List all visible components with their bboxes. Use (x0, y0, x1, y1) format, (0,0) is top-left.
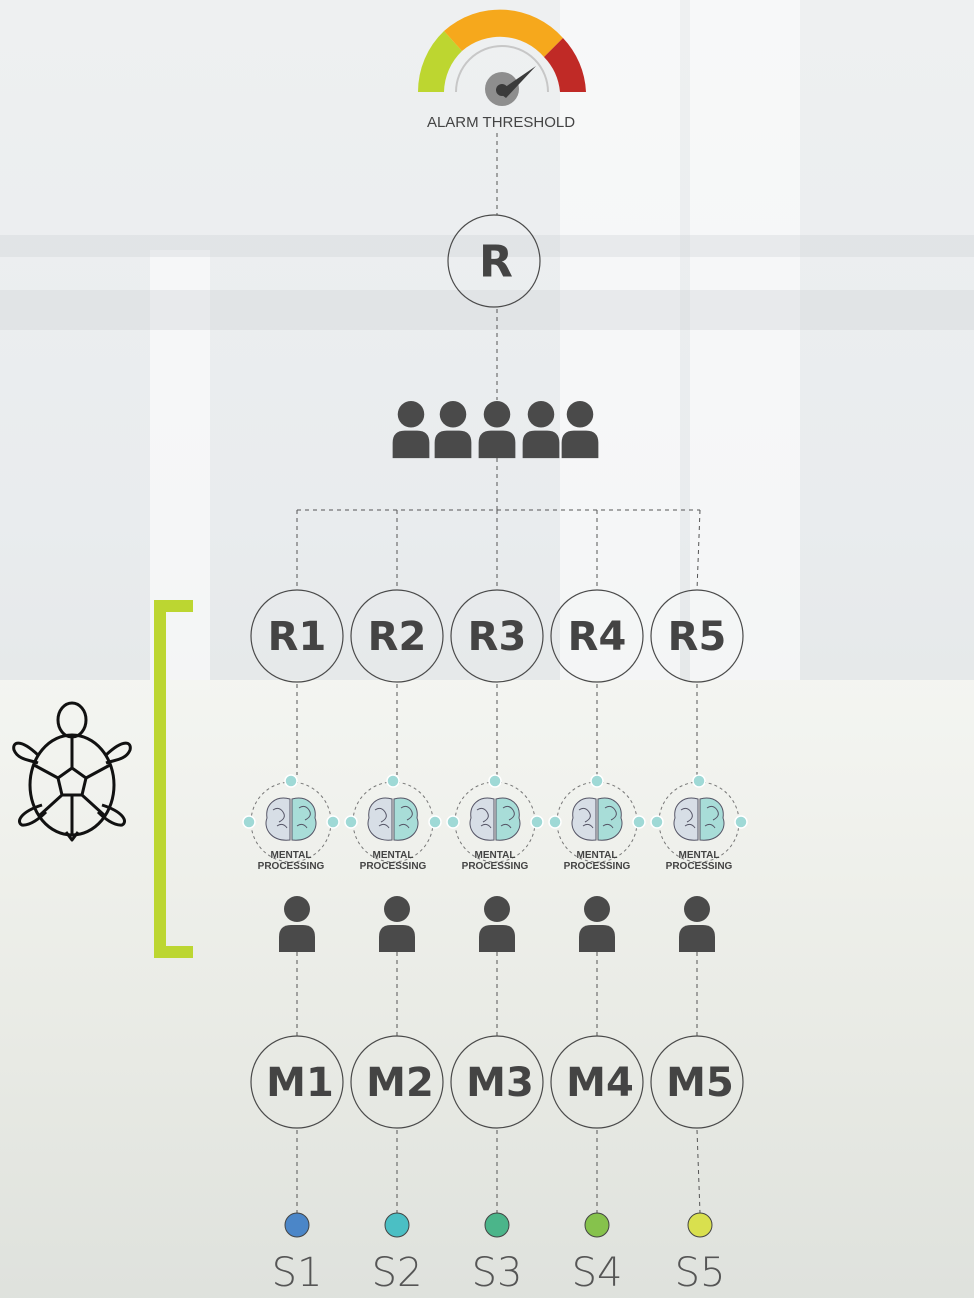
m-node: M4 (550, 1035, 644, 1129)
person-icon (679, 896, 715, 952)
m-node-label: M4 (566, 1060, 634, 1106)
turtle-icon (12, 701, 132, 842)
gauge-orange-segment (444, 9, 563, 57)
columns: R1MENTALPROCESSINGM1S1R2MENTALPROCESSING… (242, 509, 748, 1296)
r-node-label: R1 (268, 614, 327, 660)
m-node: M2 (350, 1035, 444, 1129)
r-node-label: R5 (668, 614, 727, 660)
mental-processing-label: PROCESSING (666, 861, 733, 872)
root-node: R (447, 214, 541, 308)
sensor-label: S5 (675, 1250, 726, 1296)
sensor-dot (284, 1212, 310, 1238)
mental-processing-label: MENTAL (679, 850, 720, 861)
mental-processing-label: PROCESSING (564, 861, 631, 872)
m-node: M1 (250, 1035, 344, 1129)
r-node: R4 (550, 589, 644, 683)
mental-processing-label: PROCESSING (258, 861, 325, 872)
person-icon (579, 896, 615, 952)
person-icon (479, 896, 515, 952)
m-node: M3 (450, 1035, 544, 1129)
gauge-red-segment (544, 38, 586, 92)
mental-processing-label: MENTAL (475, 850, 516, 861)
person-icon (279, 896, 315, 952)
m-node-label: M3 (466, 1060, 534, 1106)
sensor-label: S2 (372, 1250, 423, 1296)
team-member-icon (478, 401, 516, 459)
r-node-label: R3 (468, 614, 527, 660)
root-node-label: R (479, 237, 513, 288)
r-node: R3 (450, 589, 544, 683)
sensor-label: S3 (472, 1250, 523, 1296)
team-member-icon (561, 401, 599, 459)
connector-m-sensor (696, 1129, 701, 1214)
r-node-label: R4 (568, 614, 627, 660)
sensor-dot (584, 1212, 610, 1238)
m-node-label: M1 (266, 1060, 334, 1106)
people-group-icon (392, 401, 599, 459)
mental-processing-label: MENTAL (373, 850, 414, 861)
team-member-icon (434, 401, 472, 459)
m-node-label: M2 (366, 1060, 434, 1106)
alarm-threshold-gauge: ALARM THRESHOLD (417, 9, 586, 131)
sensor-dot (484, 1212, 510, 1238)
gauge-inner-arc (455, 45, 549, 93)
r-node: R1 (250, 589, 344, 683)
sensor-dot (687, 1212, 713, 1238)
r-node: R5 (650, 589, 744, 683)
person-icon (379, 896, 415, 952)
mental-processing-label: PROCESSING (462, 861, 529, 872)
mental-processing-label: PROCESSING (360, 861, 427, 872)
connector-branch-r (696, 509, 701, 591)
gauge-green-segment (417, 31, 462, 92)
m-node-label: M5 (666, 1060, 734, 1106)
team-member-icon (392, 401, 430, 459)
sensor-dot (384, 1212, 410, 1238)
gauge-label: ALARM THRESHOLD (427, 114, 575, 131)
bracket-marker (154, 600, 193, 958)
gauge-pivot (496, 84, 508, 96)
sensor-label: S4 (572, 1250, 623, 1296)
team-member-icon (522, 401, 560, 459)
r-node: R2 (350, 589, 444, 683)
sensor-label: S1 (272, 1250, 323, 1296)
m-node: M5 (650, 1035, 744, 1129)
mental-processing-label: MENTAL (577, 850, 618, 861)
mental-processing-label: MENTAL (271, 850, 312, 861)
r-node-label: R2 (368, 614, 427, 660)
